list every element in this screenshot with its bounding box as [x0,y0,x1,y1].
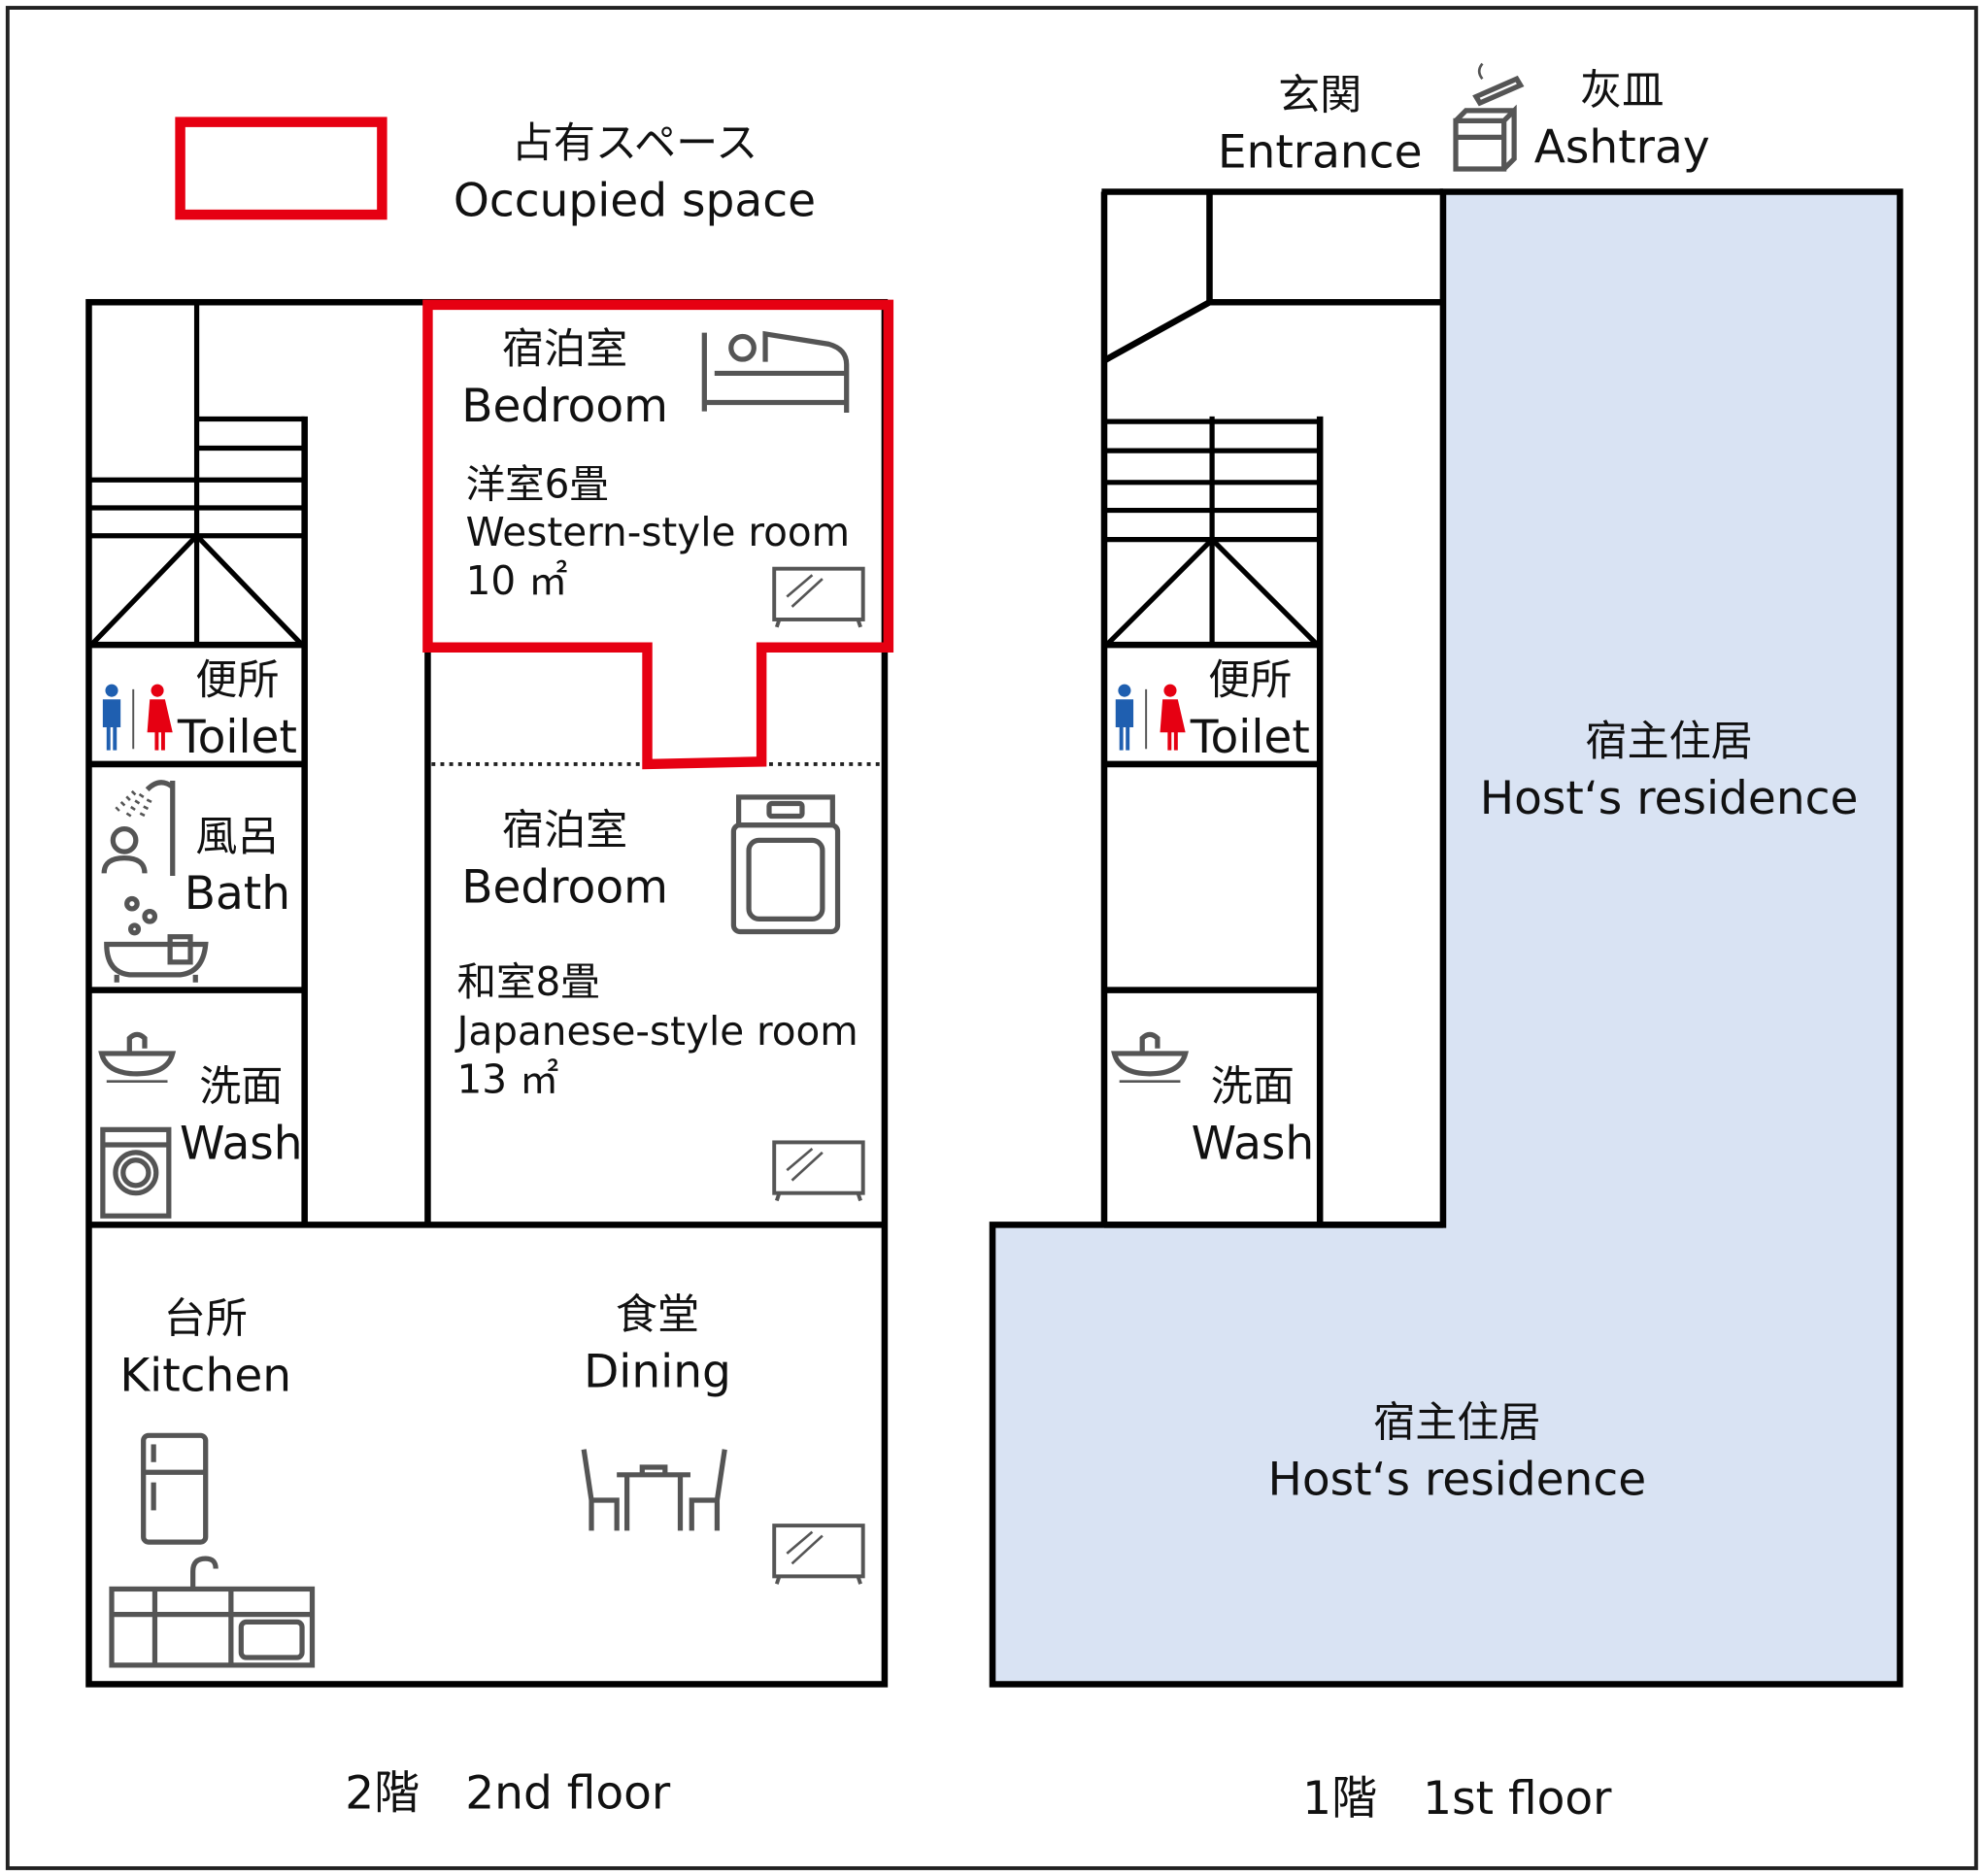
room-area: 13 ㎡ [456,1055,558,1102]
room-label-jp: 灰皿 [1580,66,1664,115]
legend: 占有スペース Occupied space [175,117,816,227]
room-label-jp: 宿主住居 [1373,1399,1540,1448]
room-kitchen: 台所 Kitchen [109,1294,316,1668]
room-label-en: Kitchen [119,1350,291,1403]
tv-icon [772,1524,865,1587]
host-residence-lower: 宿主住居 Host‘s residence [1267,1399,1646,1507]
legend-label-en: Occupied space [454,174,816,227]
futon-icon [730,794,841,935]
room-label-jp: 洗面 [199,1062,283,1111]
room-label-en: Dining [584,1346,731,1399]
room-label-en: Host‘s residence [1480,772,1859,825]
room-label-jp: 便所 [195,656,279,705]
room-dining: 食堂 Dining [581,1291,865,1587]
staircase [1104,416,1321,647]
room-toilet: 便所 Toilet [1114,656,1310,764]
room-bath: 風呂 Bath [101,780,290,983]
room-label-en: Bedroom [461,380,668,433]
room-type-en: Japanese-style room [454,1008,858,1055]
room-label-en: Toilet [1190,711,1310,764]
tv-icon [772,1140,865,1203]
room-wash: 洗面 Wash [1114,1034,1314,1170]
entrance-label: 玄関 Entrance [1218,72,1423,180]
room-toilet: 便所 Toilet [101,656,297,764]
bath-icon [101,780,209,983]
room-label-en: Ashtray [1534,120,1710,174]
room-label-jp: 洗面 [1211,1062,1295,1111]
room-label-jp: 台所 [164,1294,248,1343]
room-label-en: Host‘s residence [1267,1454,1646,1507]
kitchen-counter-icon [109,1556,316,1668]
room-label-en: Bedroom [461,860,668,914]
room-bedroom-western: 宿泊室 Bedroom 洋室6畳 Western-style room 10 ㎡ [461,325,865,629]
floor-2-plan: 宿泊室 Bedroom 洋室6畳 Western-style room 10 ㎡… [85,298,894,1821]
host-residence-upper: 宿主住居 Host‘s residence [1480,718,1859,825]
legend-label-jp: 占有スペース [512,119,757,168]
room-type-jp: 洋室6畳 [466,461,609,508]
room-label-en: Wash [1192,1117,1315,1170]
room-type-jp: 和室8畳 [456,958,599,1005]
ashtray-icon [1453,62,1525,172]
room-label-jp: 風呂 [195,813,279,861]
washing-machine-icon [100,1126,172,1219]
room-bedroom-japanese: 宿泊室 Bedroom 和室8畳 Japanese-style room 13 … [454,794,865,1203]
room-label-en: Bath [185,867,290,921]
page-frame [5,6,1978,1870]
dining-table-icon [581,1449,727,1531]
floor-2-title: 2階 2nd floor [345,1767,671,1821]
room-label-jp: 宿泊室 [502,325,627,374]
room-label-en: Toilet [177,711,297,764]
floor-1-title: 1階 1st floor [1302,1772,1612,1826]
ashtray-label: 灰皿 Ashtray [1534,66,1710,174]
room-area: 10 ㎡ [466,557,568,604]
room-label-jp: 食堂 [616,1291,699,1340]
room-label-en: Wash [180,1117,303,1170]
sink-icon [102,1034,173,1081]
occupied-space-outline [422,299,894,770]
floor-1-plan: 玄関 Entrance 灰皿 Ashtray 便所 Toilet 洗面 Wash… [989,62,1903,1826]
tv-icon [772,566,865,629]
fridge-icon [141,1432,209,1545]
room-label-en: Entrance [1218,126,1423,180]
room-label-jp: 便所 [1208,656,1292,705]
room-wash: 洗面 Wash [100,1034,303,1219]
toilet-icon [101,683,174,752]
room-label-jp: 宿泊室 [502,806,627,854]
legend-swatch [175,117,387,220]
toilet-icon [1114,683,1187,752]
room-type-en: Western-style room [466,509,850,555]
staircase [88,302,305,647]
room-label-jp: 宿主住居 [1585,718,1752,766]
room-label-jp: 玄関 [1278,72,1362,120]
bed-icon [701,330,850,413]
sink-icon [1114,1034,1185,1081]
